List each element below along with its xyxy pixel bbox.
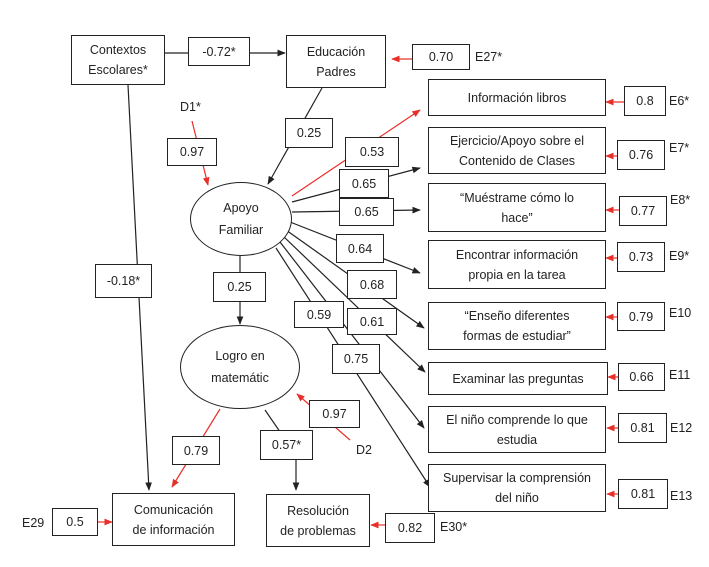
node-informacion-libros: Información libros — [428, 79, 606, 116]
error-label-e29: E29 — [22, 516, 45, 530]
coef-logro-resolucion: 0.57* — [260, 430, 313, 460]
node-contextos-escolares: Contextos Escolares* — [71, 35, 165, 85]
error-label-e12: E12 — [670, 421, 693, 435]
error-value-e11: 0.66 — [618, 363, 665, 391]
error-value-e7: 0.76 — [617, 140, 665, 170]
disturbance-label-d2: D2 — [356, 443, 372, 457]
error-value-e6: 0.8 — [624, 86, 666, 116]
node-encontrar-informacion: Encontrar información propia en la tarea — [428, 240, 606, 289]
node-resolucion-problemas: Resolución de problemas — [266, 494, 370, 547]
coef-comprende: 0.59 — [294, 301, 344, 328]
node-educacion-padres: Educación Padres — [286, 35, 386, 88]
error-value-e30: 0.82 — [385, 513, 435, 543]
node-enseno-formas: “Enseño diferentes formas de estudiar” — [428, 302, 606, 350]
error-label-e11: E11 — [669, 368, 691, 382]
coef-examinar: 0.61 — [347, 308, 397, 335]
coef-ejercicio: 0.65 — [339, 169, 389, 198]
error-value-e27: 0.70 — [412, 44, 470, 70]
coef-logro-comunicacion: 0.79 — [172, 436, 220, 465]
error-label-e27: E27* — [475, 50, 503, 64]
error-value-e29: 0.5 — [52, 508, 98, 536]
node-comunicacion-informacion: Comunicación de información — [112, 493, 235, 546]
disturbance-label-d1: D1* — [180, 100, 201, 114]
error-value-e9: 0.73 — [617, 242, 665, 272]
coef-muestrame: 0.65 — [339, 198, 394, 226]
error-label-e9: E9* — [669, 249, 690, 263]
error-label-e30: E30* — [440, 520, 468, 534]
coef-contextos-comunicacion: -0.18* — [95, 264, 152, 298]
error-label-e6: E6* — [669, 94, 690, 108]
coef-d2: 0.97 — [309, 400, 360, 428]
error-label-e8: E8* — [670, 193, 691, 207]
coef-educacion-apoyo: 0.25 — [285, 118, 333, 148]
error-value-e8: 0.77 — [619, 196, 667, 226]
arrow-apoyo-examinar — [282, 235, 426, 373]
error-label-e10: E10 — [669, 306, 692, 320]
error-value-e12: 0.81 — [618, 413, 667, 443]
coef-supervisar: 0.75 — [332, 344, 380, 374]
node-apoyo-familiar: Apoyo Familiar — [190, 182, 292, 256]
coef-d1: 0.97 — [167, 138, 217, 166]
node-logro-matematica: Logro en matemátic — [180, 325, 300, 409]
node-ejercicio-apoyo: Ejercicio/Apoyo sobre el Contenido de Cl… — [428, 127, 606, 174]
coef-contextos-educacion: -0.72* — [188, 37, 250, 66]
arrow-apoyo-comprende — [279, 241, 425, 429]
coef-encontrar: 0.64 — [336, 234, 384, 263]
error-value-e13: 0.81 — [618, 479, 668, 509]
node-supervisar-comprension: Supervisar la comprensión del niño — [428, 464, 606, 512]
coef-info-libros: 0.53 — [345, 137, 399, 167]
coef-apoyo-logro: 0.25 — [213, 272, 266, 302]
node-nino-comprende: El niño comprende lo que estudia — [428, 406, 606, 453]
error-label-e13: E13 — [670, 489, 693, 503]
node-muestrame: “Muéstrame cómo lo hace” — [428, 183, 606, 232]
error-label-e7: E7* — [669, 141, 690, 155]
node-examinar-preguntas: Examinar las preguntas — [428, 362, 608, 395]
coef-enseno: 0.68 — [347, 270, 397, 299]
error-value-e10: 0.79 — [617, 302, 665, 331]
